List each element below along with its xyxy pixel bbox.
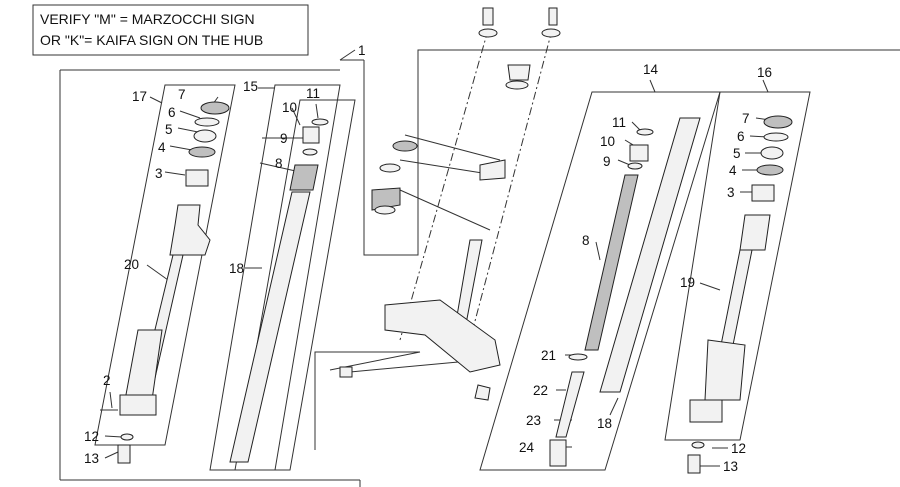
note-box: VERIFY "M" = MARZOCCHI SIGN OR "K"= KAIF… <box>32 4 309 56</box>
callout-5-left: 5 <box>165 122 173 137</box>
callout-17: 17 <box>132 89 147 104</box>
callout-6-right: 6 <box>737 129 745 144</box>
callout-23: 23 <box>526 413 541 428</box>
callout-9-right: 9 <box>603 154 611 169</box>
callout-18-right: 18 <box>597 416 612 431</box>
callout-3-right: 3 <box>727 185 735 200</box>
callout-14: 14 <box>643 62 659 77</box>
callout-13-right: 13 <box>723 459 738 474</box>
callout-7-right: 7 <box>742 111 750 126</box>
callout-12-right: 12 <box>731 441 746 456</box>
left-spring-tube <box>229 118 329 463</box>
steering-stem <box>339 7 561 401</box>
note-line-1: VERIFY "M" = MARZOCCHI SIGN <box>40 11 255 27</box>
callout-5-right: 5 <box>733 146 741 161</box>
callout-22: 22 <box>533 383 548 398</box>
callout-15: 15 <box>243 79 258 94</box>
callout-10-left: 10 <box>282 100 297 115</box>
callout-12-left: 12 <box>84 429 99 444</box>
callout-3-left: 3 <box>155 166 163 181</box>
callout-11-right: 11 <box>612 115 626 130</box>
callout-16: 16 <box>757 65 772 80</box>
callout-8-left: 8 <box>275 156 283 171</box>
callout-4-right: 4 <box>729 163 737 178</box>
callout-21: 21 <box>541 348 556 363</box>
callout-18-left: 18 <box>229 261 244 276</box>
callout-9-left: 9 <box>280 131 288 146</box>
callout-4-left: 4 <box>158 140 166 155</box>
callout-20: 20 <box>124 257 139 272</box>
callout-24: 24 <box>519 440 535 455</box>
right-fork-leg <box>687 115 793 474</box>
callout-11-left: 11 <box>306 86 320 101</box>
right-spring-tube <box>549 117 701 467</box>
callout-labels: 1 2 3 4 5 6 7 8 9 10 11 12 13 14 15 16 1… <box>84 43 772 474</box>
callout-7-left: 7 <box>178 87 186 102</box>
callout-10-right: 10 <box>600 134 615 149</box>
note-line-2: OR "K"= KAIFA SIGN ON THE HUB <box>40 32 263 48</box>
callout-8-right: 8 <box>582 233 590 248</box>
group-frames <box>59 49 900 487</box>
callout-13-left: 13 <box>84 451 99 466</box>
left-fork-leg <box>100 101 230 464</box>
callout-2: 2 <box>103 373 111 388</box>
callout-1: 1 <box>358 43 366 58</box>
callout-6-left: 6 <box>168 105 176 120</box>
callout-19: 19 <box>680 275 695 290</box>
